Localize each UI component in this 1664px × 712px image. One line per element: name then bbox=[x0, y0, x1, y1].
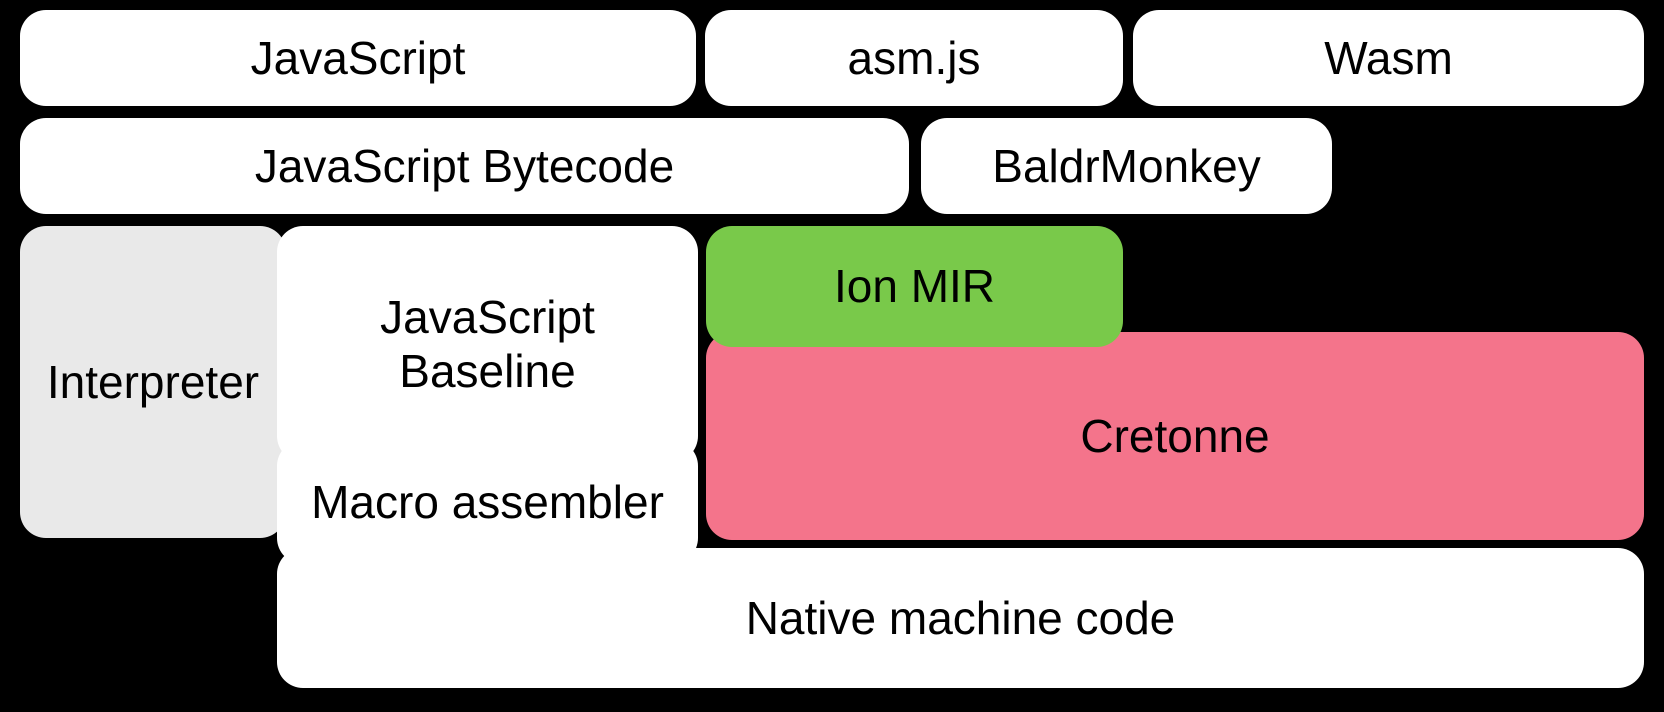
node-interpreter[interactable]: Interpreter bbox=[20, 226, 286, 538]
node-wasm[interactable]: Wasm bbox=[1133, 10, 1644, 106]
node-baldrmonkey[interactable]: BaldrMonkey bbox=[921, 118, 1332, 214]
node-javascript-baseline[interactable]: JavaScript Baseline bbox=[277, 226, 698, 462]
node-asm-js[interactable]: asm.js bbox=[705, 10, 1123, 106]
node-cretonne[interactable]: Cretonne bbox=[706, 332, 1644, 540]
node-ion-mir[interactable]: Ion MIR bbox=[706, 226, 1123, 347]
node-javascript[interactable]: JavaScript bbox=[20, 10, 696, 106]
node-native-machine-code[interactable]: Native machine code bbox=[277, 548, 1644, 688]
node-javascript-bytecode[interactable]: JavaScript Bytecode bbox=[20, 118, 909, 214]
